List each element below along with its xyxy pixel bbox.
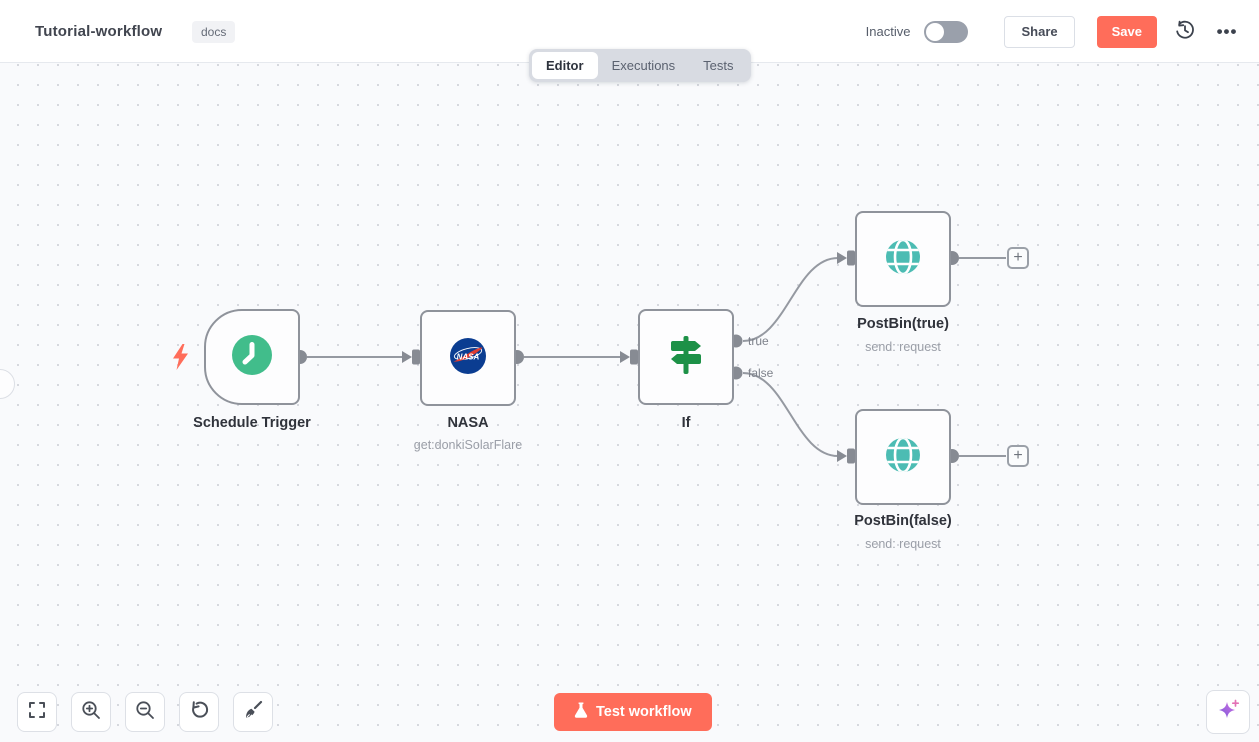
more-options-button[interactable]: ••• [1213,18,1241,46]
node-subtitle-postbin-false: send: request [865,537,941,551]
fit-view-button[interactable] [17,692,57,732]
save-button[interactable]: Save [1096,15,1157,48]
node-nasa[interactable]: NASA [420,310,516,406]
view-tabs: Editor Executions Tests [529,49,751,82]
add-node-after-postbin-true[interactable]: + [1007,247,1029,269]
tab-editor[interactable]: Editor [532,52,598,79]
workflow-tag-docs[interactable]: docs [192,21,236,43]
ellipsis-icon: ••• [1216,21,1238,41]
globe-icon [881,235,925,284]
reset-zoom-button[interactable] [179,692,219,732]
workflow-title[interactable]: Tutorial-workflow [35,23,163,40]
workflow-history-button[interactable] [1171,18,1199,46]
history-clock-icon [1174,19,1196,44]
zoom-in-button[interactable] [71,692,111,732]
zoom-out-button[interactable] [125,692,165,732]
node-postbin-true[interactable] [855,211,951,307]
globe-icon [881,433,925,482]
node-subtitle-nasa: get:donkiSolarFlare [413,438,523,452]
node-if[interactable] [638,309,734,405]
test-workflow-label: Test workflow [596,704,692,720]
nasa-logo-icon: NASA [449,337,487,380]
zoom-in-icon [80,699,102,726]
output-label-false: false [748,366,774,380]
svg-text:NASA: NASA [457,352,480,361]
node-label-schedule-trigger: Schedule Trigger [193,415,311,431]
add-node-after-postbin-false[interactable]: + [1007,445,1029,467]
activation-status-label: Inactive [865,24,911,39]
node-label-postbin-true: PostBin(true) [857,316,949,332]
tab-tests[interactable]: Tests [703,58,734,73]
activation-toggle[interactable] [924,20,969,43]
test-workflow-button[interactable]: Test workflow [554,693,712,731]
trigger-bolt-icon [171,343,190,376]
node-label-if: If [681,415,691,431]
tidy-up-button[interactable] [233,692,273,732]
reset-zoom-icon [188,699,210,726]
tidy-up-icon [242,699,264,726]
clock-icon [231,334,273,381]
top-bar: Tutorial-workflow docs Inactive Share Sa… [0,0,1259,63]
workflow-canvas[interactable] [0,63,1259,742]
node-postbin-false[interactable] [855,409,951,505]
share-button[interactable]: Share [1004,15,1075,48]
sparkles-icon [1215,697,1242,727]
output-label-true: true [748,334,769,348]
flask-icon [574,702,588,723]
toggle-knob [926,22,945,41]
node-subtitle-postbin-true: send: request [865,340,941,354]
canvas-toolbar [17,692,273,732]
signpost-icon [663,332,709,383]
node-label-nasa: NASA [447,415,489,431]
ai-assistant-button[interactable] [1206,690,1250,734]
fit-view-icon [26,699,48,726]
tab-executions[interactable]: Executions [611,58,676,73]
node-schedule-trigger[interactable] [204,309,300,405]
zoom-out-icon [134,699,156,726]
node-label-postbin-false: PostBin(false) [854,513,952,529]
